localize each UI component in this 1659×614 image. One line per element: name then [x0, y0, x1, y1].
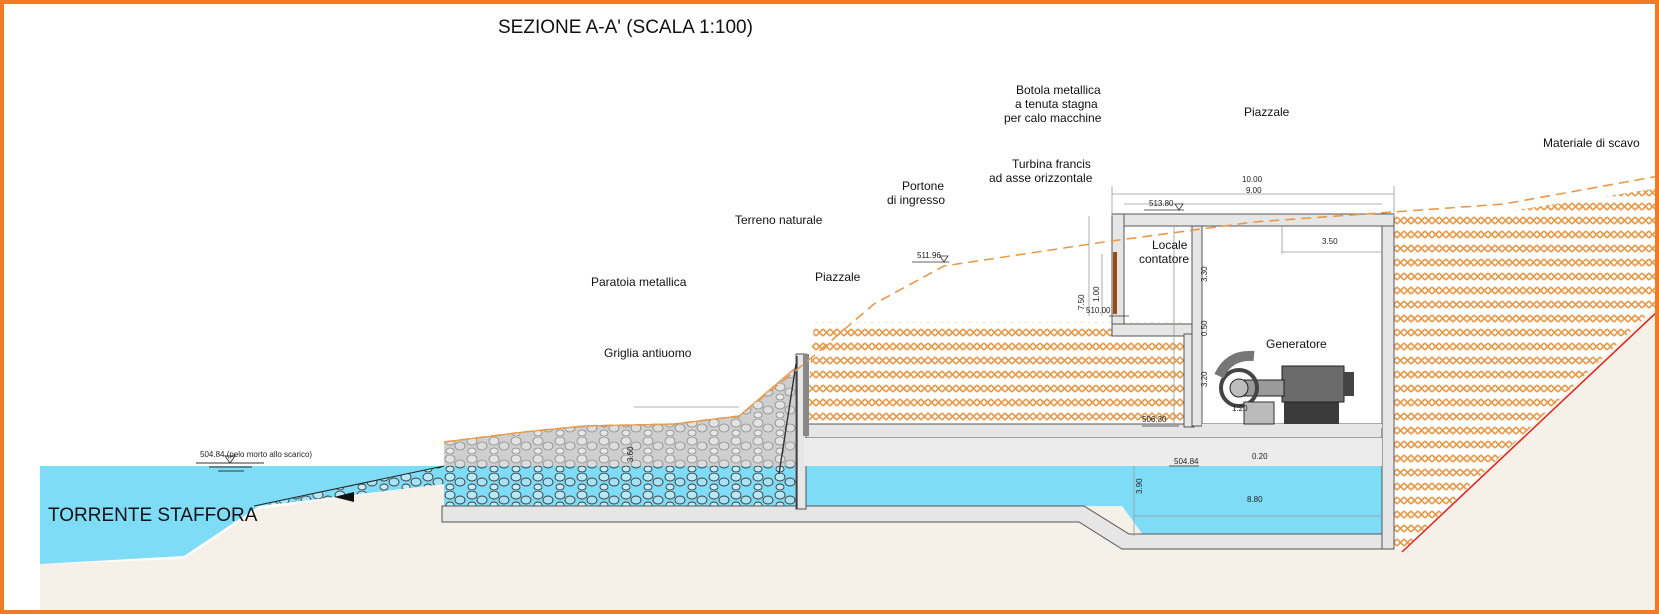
label-botola-1: Botola metallica [1016, 83, 1101, 97]
dim-10-00: 10.00 [1242, 175, 1263, 184]
dim-9-00: 9.00 [1246, 186, 1262, 195]
level-510-00: 510.00 [1086, 306, 1111, 315]
tailrace-water [804, 466, 1382, 506]
label-paratoia: Paratoia metallica [591, 275, 687, 289]
dim-7-50: 7.50 [1077, 294, 1086, 310]
level-504-84: 504.84 [1174, 457, 1199, 466]
label-generatore: Generatore [1266, 337, 1327, 351]
level-marks [912, 203, 1199, 467]
level-513-80: 513.80 [1149, 199, 1174, 208]
level-river: 504.84 (pelo morto allo scarico) [200, 450, 312, 459]
entrance-door [1113, 252, 1117, 314]
dim-8-80: 8.80 [1247, 495, 1263, 504]
label-materiale-scavo: Materiale di scavo [1543, 136, 1640, 150]
dim-1-00: 1.00 [1092, 286, 1101, 302]
rock-top-line [443, 368, 795, 443]
dim-3-20: 3.20 [1200, 371, 1209, 387]
powerhouse-floor [1202, 424, 1382, 428]
label-locale-1: Locale [1152, 238, 1188, 252]
turbine-generator-icon [1214, 350, 1354, 425]
dim-0-20: 0.20 [1252, 452, 1268, 461]
flow-arrow-icon [334, 492, 354, 502]
label-griglia: Griglia antiuomo [604, 346, 692, 360]
level-506-30: 506.30 [1142, 415, 1167, 424]
dim-3-50: 3.50 [1322, 237, 1338, 246]
rock-embankment [444, 364, 804, 466]
excavation-boundary [1401, 312, 1655, 553]
dimension-lines [634, 186, 1395, 536]
drawing-title: SEZIONE A-A' (SCALA 1:100) [498, 17, 753, 38]
label-portone-2: di ingresso [887, 193, 945, 207]
label-turbina-2: ad asse orizzontale [989, 171, 1093, 185]
label-locale-2: contatore [1139, 252, 1189, 266]
dim-3-60: 3.60 [626, 446, 635, 462]
gate-metal [803, 354, 809, 436]
dim-0-50: 0.50 [1200, 320, 1209, 336]
dim-1-20: 1.20 [1232, 404, 1248, 413]
label-torrente: TORRENTE STAFFORA [48, 505, 258, 526]
level-511-96: 511.96 [917, 251, 941, 260]
water-level-symbol [196, 455, 264, 472]
label-piazzale-mid: Piazzale [815, 270, 861, 284]
channel-slab [804, 438, 1382, 466]
label-terreno-naturale: Terreno naturale [735, 213, 823, 227]
dim-3-90: 3.90 [1135, 478, 1144, 494]
label-botola-3: per calo macchine [1004, 111, 1102, 125]
backfill-right [1394, 188, 1655, 549]
section-drawing: SEZIONE A-A' (SCALA 1:100) Botola metall… [40, 17, 1655, 610]
grille-antiuomo [778, 363, 797, 475]
label-portone-1: Portone [902, 179, 944, 193]
slope-line [253, 465, 445, 507]
label-turbina-1: Turbina francis [1012, 157, 1091, 171]
label-botola-2: a tenuta stagna [1015, 97, 1098, 111]
tailrace-water-deep [1122, 506, 1382, 536]
backfill-middle [809, 322, 1184, 427]
dim-3-30: 3.30 [1200, 266, 1209, 282]
label-piazzale-top: Piazzale [1244, 105, 1290, 119]
